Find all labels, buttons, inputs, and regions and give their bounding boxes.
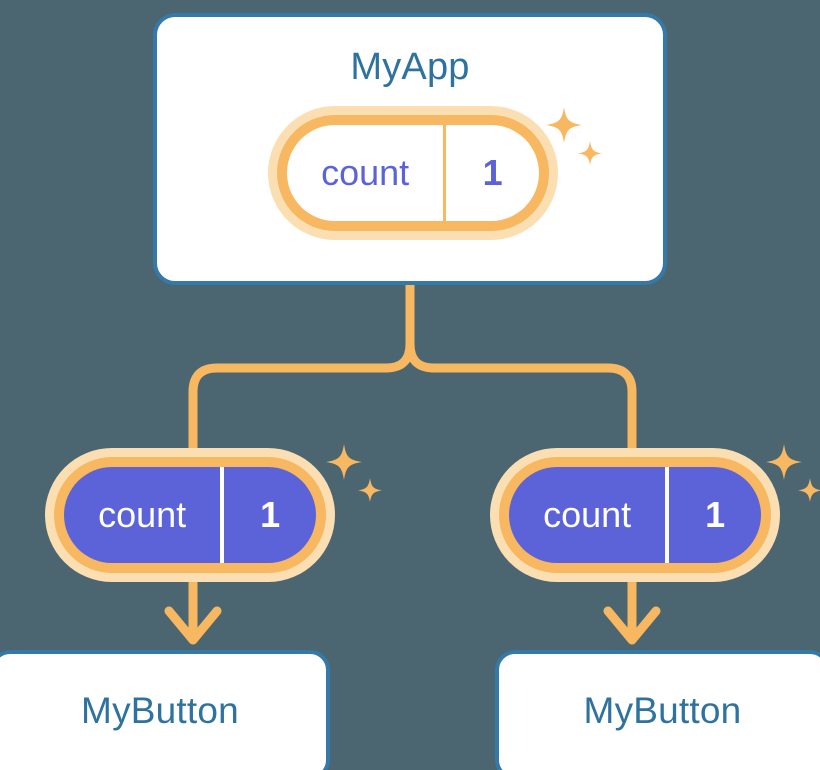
state-pill-left[interactable]: count 1 [45,448,335,582]
state-key-label: count [98,494,187,535]
component-card-mybutton-right[interactable]: MyButton [495,650,820,770]
state-value-label: 1 [443,125,539,221]
state-value-label: 1 [665,467,761,563]
state-pill-right[interactable]: count 1 [490,448,780,582]
component-card-label: MyButton [81,690,239,731]
pill-body: count 1 [509,467,761,563]
state-key-label: count [543,494,632,535]
state-pill-myapp[interactable]: count 1 [268,106,558,240]
pill-body: count 1 [287,125,539,221]
state-value-label: 1 [220,467,316,563]
component-card-mybutton-left[interactable]: MyButton [0,650,330,770]
component-card-label: MyButton [583,690,742,731]
state-key-label: count [321,152,410,193]
pill-body: count 1 [64,467,316,563]
page-title: MyApp [350,46,470,88]
